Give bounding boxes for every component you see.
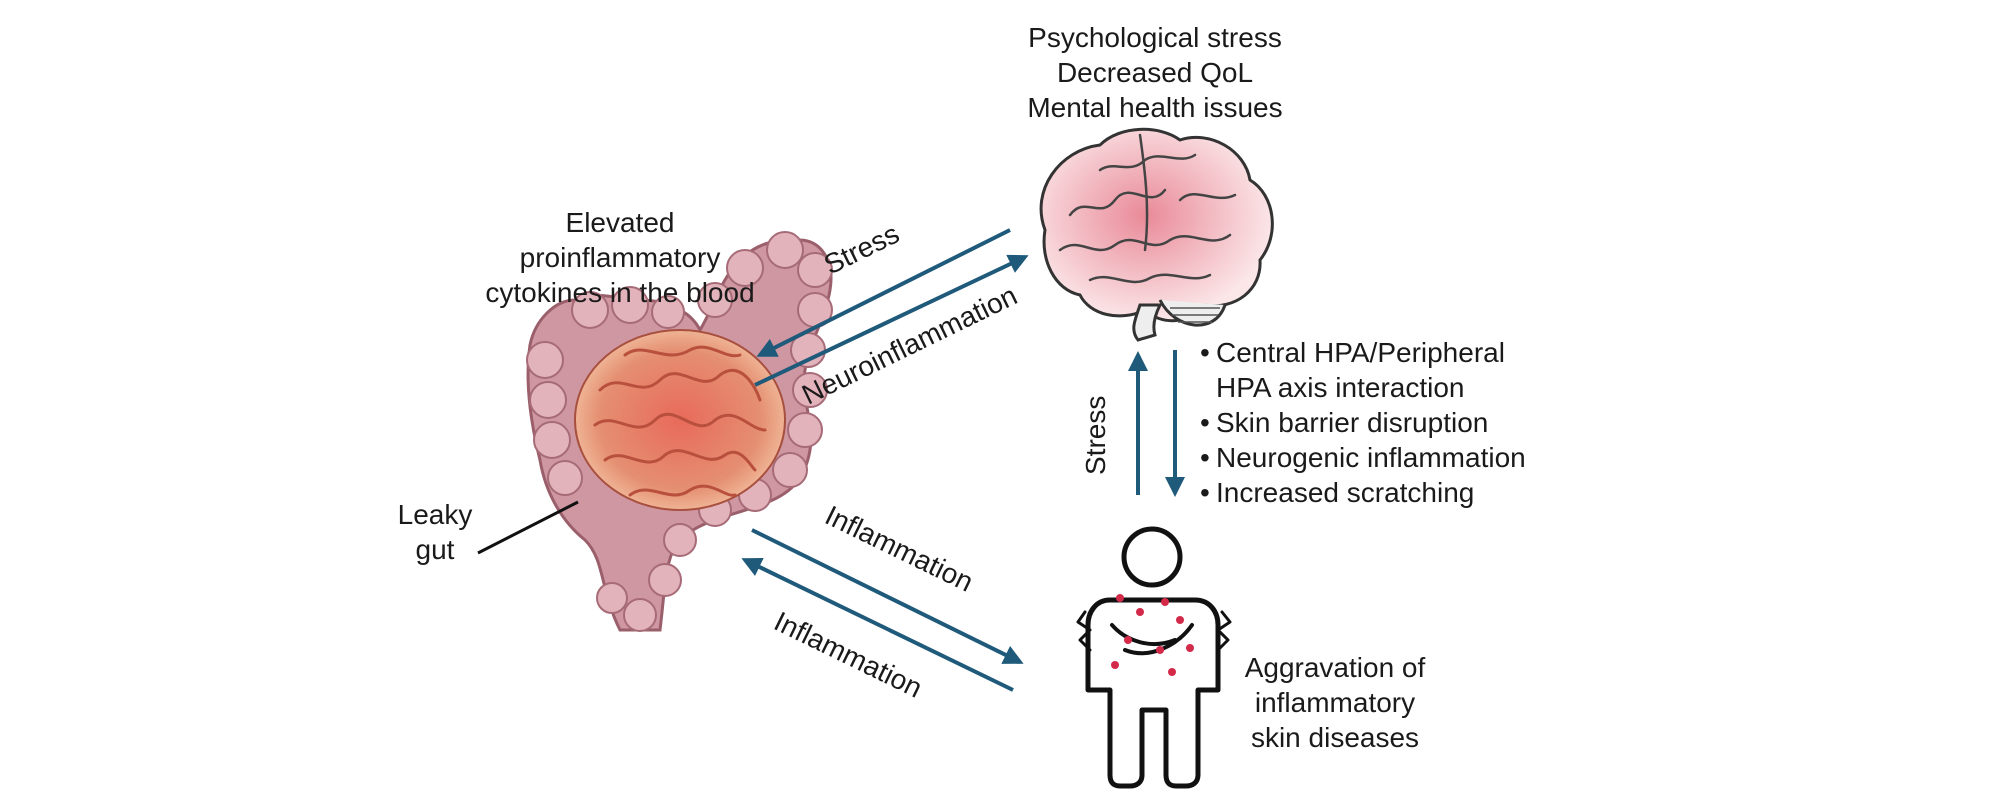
skin-effect-line: Aggravation of	[1244, 652, 1426, 683]
label-inflammation-gut-skin: Inflammation	[820, 500, 978, 598]
brain-effect-line: Psychological stress	[1028, 22, 1282, 53]
person-illustration	[1076, 526, 1232, 789]
leaky-gut-line: gut	[415, 534, 455, 565]
bullet-item: Skin barrier disruption	[1200, 405, 1526, 440]
intestine-illustration	[477, 231, 833, 632]
skin-effects-label: Aggravation of inflammatory skin disease…	[1225, 650, 1445, 755]
arrow-gut-to-brain	[754, 254, 1029, 387]
leaky-gut-pointer	[477, 500, 579, 555]
leaky-gut-label: Leaky gut	[385, 497, 485, 567]
arrow-skin-to-gut	[741, 557, 1014, 692]
bullet-item: Neurogenic inflammation	[1200, 440, 1526, 475]
gut-effect-line: cytokines in the blood	[485, 277, 755, 308]
arrow-brain-to-gut	[756, 228, 1011, 357]
skin-lesion-dots	[1111, 594, 1194, 676]
mechanism-bullet-list: Central HPA/Peripheral HPA axis interact…	[1200, 335, 1526, 510]
label-stress-skin-brain: Stress	[1080, 396, 1111, 475]
arrow-gut-to-skin	[751, 528, 1024, 664]
brain-illustration	[1039, 127, 1274, 342]
label-stress-brain-gut: Stress	[819, 218, 904, 281]
bullet-item: Increased scratching	[1200, 475, 1526, 510]
gut-effect-line: proinflammatory	[519, 242, 721, 273]
skin-effect-line: skin diseases	[1250, 722, 1420, 753]
gut-effect-line: Elevated	[565, 207, 675, 238]
brain-effect-line: Mental health issues	[1027, 92, 1283, 123]
person-body	[1085, 597, 1221, 789]
bullet-item-continued: HPA axis interaction	[1216, 372, 1465, 403]
gut-effects-label: Elevated proinflammatory cytokines in th…	[470, 205, 770, 310]
skin-effect-line: inflammatory	[1254, 687, 1416, 718]
brain-effects-label: Psychological stress Decreased QoL Menta…	[1010, 20, 1300, 125]
person-head	[1121, 526, 1183, 588]
brain-effect-line: Decreased QoL	[1056, 57, 1254, 88]
leaky-gut-line: Leaky	[397, 499, 473, 530]
label-neuroinflammation: Neuroinflammation	[797, 280, 1022, 411]
bullet-item: Central HPA/Peripheral	[1200, 335, 1526, 370]
label-inflammation-skin-gut: Inflammation	[769, 606, 927, 704]
